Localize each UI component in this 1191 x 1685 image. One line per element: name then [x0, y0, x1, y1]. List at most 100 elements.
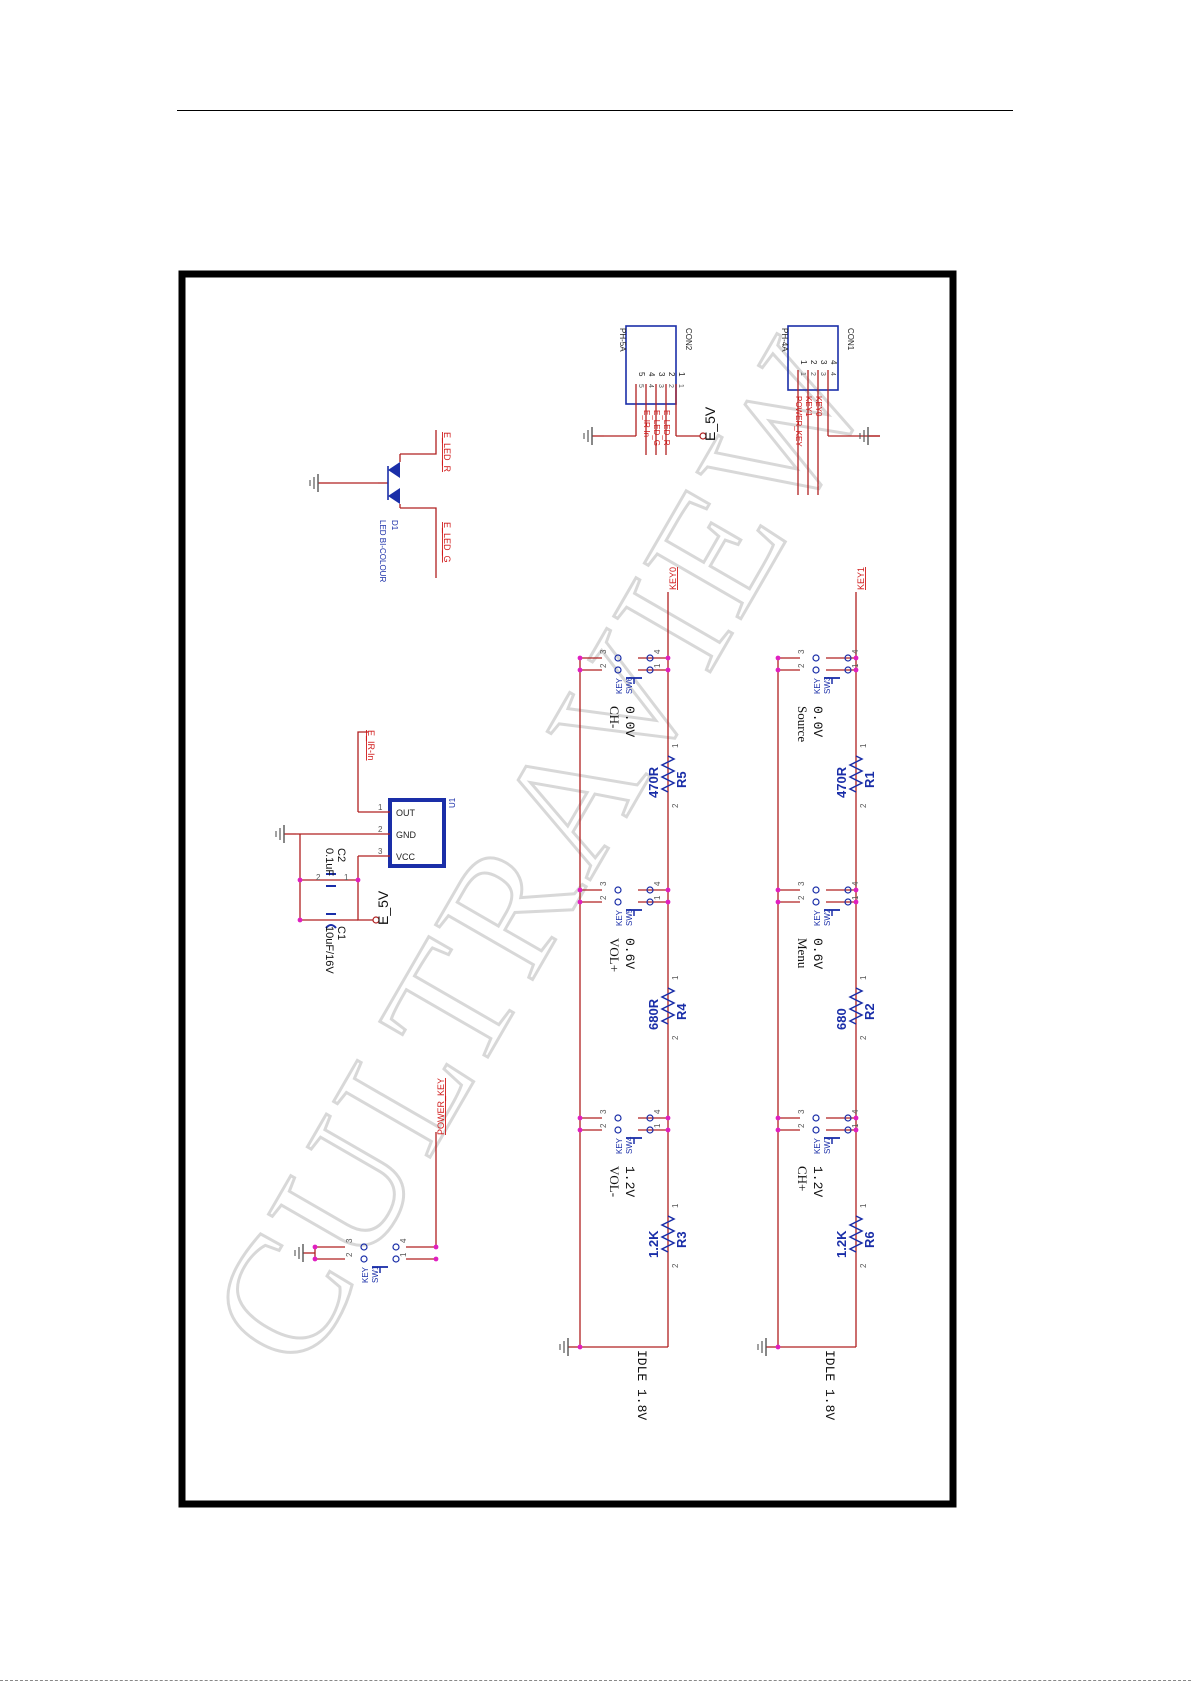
junction-dot: [853, 899, 859, 905]
switch-pin-number: 4: [653, 1109, 662, 1114]
junction-dot: [775, 667, 781, 673]
switch-pin-number: 2: [599, 663, 608, 668]
capacitor-value: 10uF/16V: [323, 926, 335, 974]
connector-pin-number: 1: [799, 360, 808, 365]
connector-pin-number: 2: [809, 372, 816, 376]
switch-function: VOL-: [607, 1166, 622, 1197]
idle-label: IDLE 1.8V: [822, 1350, 837, 1420]
switch-pin-number: 4: [653, 881, 662, 886]
switch-contact: [392, 1243, 400, 1251]
switch-contact: [646, 1114, 654, 1122]
ground-icon: [294, 1244, 315, 1262]
switch-contact: [614, 1126, 622, 1134]
resistor-pin-number: 2: [671, 803, 680, 808]
connector-type: PH-5A: [618, 328, 627, 352]
junction-dot: [577, 1344, 583, 1350]
resistor-ref: R6: [862, 1231, 877, 1248]
junction-dot: [853, 1115, 859, 1121]
power-port-label: E_5V: [375, 890, 391, 925]
junction-dot: [665, 1127, 671, 1133]
switch-function: Source: [795, 706, 810, 742]
connector-pin-number: 2: [667, 384, 674, 388]
switch-contact: [614, 898, 622, 906]
switch-pin-number: 4: [851, 881, 860, 886]
switch-contact: [812, 666, 820, 674]
resistor-pin-number: 2: [859, 1263, 868, 1268]
junction-dot: [775, 887, 781, 893]
switch-pin-number: 1: [399, 1252, 408, 1257]
switch-type: KEY: [813, 909, 822, 926]
junction-dot: [775, 1127, 781, 1133]
connector-type: PH-4A: [780, 328, 789, 352]
ground-icon: [559, 1338, 580, 1356]
ir-pin-name: GND: [396, 830, 417, 840]
junction-dot: [775, 655, 781, 661]
ir-vcc-wire: [357, 856, 373, 921]
switch-voltage: 0.0V: [622, 706, 637, 737]
switch-contact: [844, 1114, 852, 1122]
switch-contact: [614, 654, 622, 662]
switch-pin-number: 1: [851, 895, 860, 900]
switch-contact: [844, 666, 852, 674]
net-label: KEY0: [814, 396, 823, 417]
switch-pin-number: 1: [851, 1123, 860, 1128]
switch-contact: [812, 898, 820, 906]
ir-pin-name: VCC: [396, 852, 416, 862]
switch-contact: [646, 654, 654, 662]
switch-contact: [614, 886, 622, 894]
switch-type: KEY: [813, 1137, 822, 1154]
ground-icon: [275, 825, 296, 843]
net-label: E_LED_R: [442, 432, 452, 473]
junction-dot: [297, 917, 303, 923]
resistor-pin-number: 1: [859, 743, 868, 748]
connector-ref: CON1: [846, 328, 855, 351]
switch-ref: SW6: [625, 676, 634, 694]
net-label: KEY1: [856, 567, 866, 590]
ir-pin-name: OUT: [396, 808, 416, 818]
switch-contact: [844, 1126, 852, 1134]
capacitor-value: 0.1uF: [323, 848, 335, 876]
switch-ref: SW3: [823, 676, 832, 694]
connector-pin-number: 4: [647, 372, 656, 377]
capacitor-ref: C2: [335, 848, 347, 862]
switch-contact: [844, 898, 852, 906]
resistor-ref: R1: [862, 771, 877, 788]
resistor-pin-number: 1: [671, 743, 680, 748]
junction-dot: [312, 1256, 318, 1262]
led-value: LED BI-COLOUR: [378, 520, 387, 582]
resistor-pin-number: 2: [671, 1035, 680, 1040]
junction-dot: [853, 887, 859, 893]
resistor-pin-number: 1: [859, 975, 868, 980]
net-label: KEY1: [804, 396, 813, 417]
ir-receiver-body: [388, 798, 446, 868]
ir-ref: U1: [448, 797, 457, 808]
resistor-ref: R2: [862, 1003, 877, 1020]
junction-dot: [577, 1127, 583, 1133]
led-ref: D1: [390, 520, 399, 531]
net-label: E_LED_R: [662, 410, 671, 446]
switch-contact: [812, 886, 820, 894]
power-port-circle: [372, 916, 380, 924]
ir-pin-number: 2: [378, 825, 383, 834]
switch-pin-number: 1: [653, 1123, 662, 1128]
switch-pin-number: 3: [797, 1109, 806, 1114]
ir-receiver-u1: U1OUT1GND2VCC3E_IR-InE_5VC20.1uFC110uF/1…: [275, 730, 457, 974]
switch-contact: [812, 1126, 820, 1134]
junction-dot: [312, 1244, 318, 1250]
capacitor-pin-number: 2: [316, 873, 321, 882]
switch-pin-number: 4: [653, 649, 662, 654]
resistor-value: 1.2K: [834, 1230, 849, 1258]
switch-pin-number: 2: [345, 1252, 354, 1257]
junction-dot: [775, 899, 781, 905]
connector-pin-number: 1: [677, 372, 686, 377]
connector-ref: CON2: [684, 328, 693, 351]
net-label: KEY0: [668, 567, 678, 590]
